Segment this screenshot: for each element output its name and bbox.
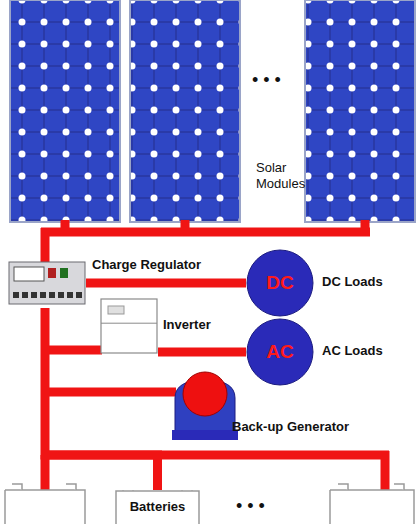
component: Inverter	[100, 298, 158, 354]
ellipsis-dots: • • •	[236, 496, 265, 517]
reg-shape	[8, 258, 86, 308]
component: Back-up Generator	[172, 368, 238, 440]
node-label: Inverter	[163, 318, 211, 333]
node-text: AC	[266, 341, 293, 363]
inv-shape	[100, 298, 158, 354]
wire-connector	[86, 279, 246, 288]
node-label: DC Loads	[322, 275, 383, 290]
battery	[5, 484, 414, 524]
array-label: Solar Modules	[256, 160, 302, 191]
wire	[41, 220, 389, 492]
load-circle: ACAC Loads	[246, 318, 314, 386]
ellipsis-dots: • • •	[252, 70, 281, 91]
gen-shape	[172, 368, 238, 440]
node-text: Batteries	[130, 500, 186, 515]
node-label: Charge Regulator	[92, 258, 201, 273]
component: Batteries	[115, 490, 200, 524]
solar-panel	[10, 0, 415, 222]
wire-connector	[158, 348, 246, 357]
node-label: AC Loads	[322, 344, 383, 359]
component: Charge Regulator	[8, 258, 86, 308]
node-text: DC	[266, 272, 293, 294]
load-circle: DCDC Loads	[246, 249, 314, 317]
node-label: Back-up Generator	[232, 420, 349, 435]
